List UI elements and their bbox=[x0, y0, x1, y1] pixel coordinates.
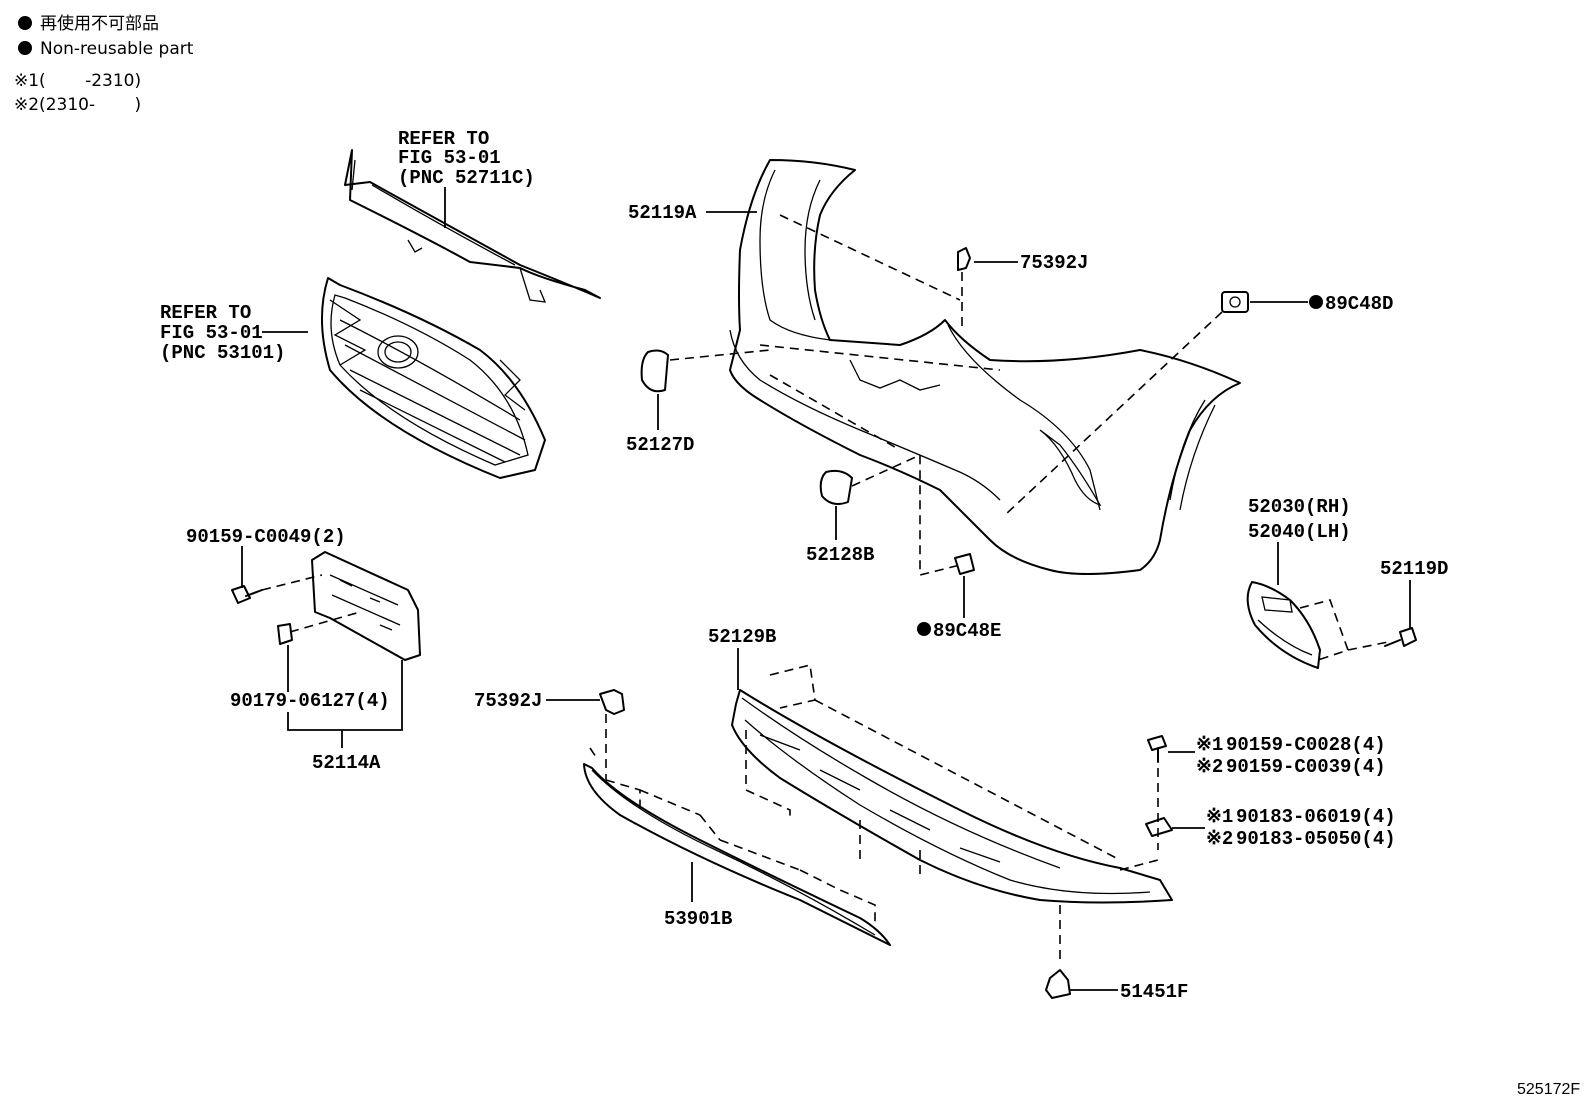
cap-52127D bbox=[640, 349, 669, 393]
nut-90179-06127 bbox=[277, 623, 293, 645]
leader-52114A bbox=[287, 660, 403, 748]
alignment-lines-bracket bbox=[261, 574, 361, 633]
upper-grille-molding bbox=[344, 149, 601, 303]
clip-75392J-top bbox=[957, 247, 971, 271]
legend-note-2: ※2(2310- ) bbox=[14, 95, 141, 115]
sensor-retainer-89C48D bbox=[1221, 291, 1249, 313]
callout-52119A: 52119A bbox=[628, 202, 697, 224]
callout-53901B: 53901B bbox=[664, 908, 732, 930]
fog-lamp-cover bbox=[1246, 581, 1321, 669]
sensor-retainer-89C48E bbox=[954, 553, 975, 575]
mark-2-screw: ※2 bbox=[1196, 756, 1223, 778]
callout-75392J-low: 75392J bbox=[474, 690, 542, 712]
clip-75392J-low bbox=[599, 689, 625, 715]
ref-grille-line2: FIG 53-01 bbox=[160, 322, 263, 344]
non-reusable-dot-icon bbox=[917, 622, 931, 636]
license-plate-bracket bbox=[311, 551, 421, 661]
callout-89C48D: 89C48D bbox=[1325, 293, 1393, 315]
legend-english: Non-reusable part bbox=[40, 39, 194, 59]
mark-1-screw: ※1 bbox=[1196, 734, 1223, 756]
callout-90183-06019: 90183-06019(4) bbox=[1236, 806, 1396, 828]
callout-52128B: 52128B bbox=[806, 544, 874, 566]
alignment-lines-fog bbox=[1299, 599, 1389, 661]
callout-90183-05050: 90183-05050(4) bbox=[1236, 828, 1396, 850]
non-reusable-dot-icon bbox=[18, 41, 32, 55]
callout-89C48E: 89C48E bbox=[933, 620, 1001, 642]
nut-90183 bbox=[1145, 817, 1173, 837]
mark-2-nut: ※2 bbox=[1206, 828, 1233, 850]
callout-52040: 52040(LH) bbox=[1248, 521, 1351, 543]
callout-90179: 90179-06127(4) bbox=[230, 690, 390, 712]
callout-90159-C0028: 90159-C0028(4) bbox=[1226, 734, 1386, 756]
ref-upper-line2: FIG 53-01 bbox=[398, 147, 501, 169]
ref-grille-line1: REFER TO bbox=[160, 302, 251, 324]
screw-90159-C0028 bbox=[1147, 735, 1167, 763]
cap-52128B bbox=[819, 469, 853, 505]
callout-52129B: 52129B bbox=[708, 626, 776, 648]
legend-note-1: ※1( -2310) bbox=[14, 71, 141, 91]
callout-52030: 52030(RH) bbox=[1248, 496, 1351, 518]
radiator-grille bbox=[321, 277, 546, 479]
non-reusable-dot-icon bbox=[18, 16, 32, 30]
callout-51451F: 51451F bbox=[1120, 981, 1188, 1003]
callout-75392J-top: 75392J bbox=[1020, 252, 1088, 274]
non-reusable-dot-icon bbox=[1309, 295, 1323, 309]
callout-52119D: 52119D bbox=[1380, 558, 1448, 580]
screw-52119D bbox=[1384, 627, 1417, 647]
callout-52127D: 52127D bbox=[626, 434, 694, 456]
alignment-lines-lower-grille bbox=[745, 664, 1159, 960]
alignment-lines-bumper bbox=[669, 214, 1223, 577]
retainer-51451F bbox=[1045, 969, 1071, 999]
alignment-lines-molding bbox=[589, 714, 876, 925]
ref-upper-line3: (PNC 52711C) bbox=[398, 167, 535, 189]
callout-90159-C0039: 90159-C0039(4) bbox=[1226, 756, 1386, 778]
front-bumper-cover bbox=[729, 159, 1241, 575]
ref-grille-line3: (PNC 53101) bbox=[160, 342, 285, 364]
mark-1-nut: ※1 bbox=[1206, 806, 1233, 828]
lower-molding bbox=[583, 763, 891, 946]
bolt-90159-C0049 bbox=[231, 585, 263, 604]
callout-52114A: 52114A bbox=[312, 752, 381, 774]
figure-id: 525172F bbox=[1517, 1081, 1580, 1098]
ref-upper-line1: REFER TO bbox=[398, 128, 489, 150]
callout-90159-C0049: 90159-C0049(2) bbox=[186, 526, 346, 548]
lower-bumper-grille bbox=[731, 689, 1173, 904]
legend-japanese: 再使用不可部品 bbox=[40, 13, 159, 34]
